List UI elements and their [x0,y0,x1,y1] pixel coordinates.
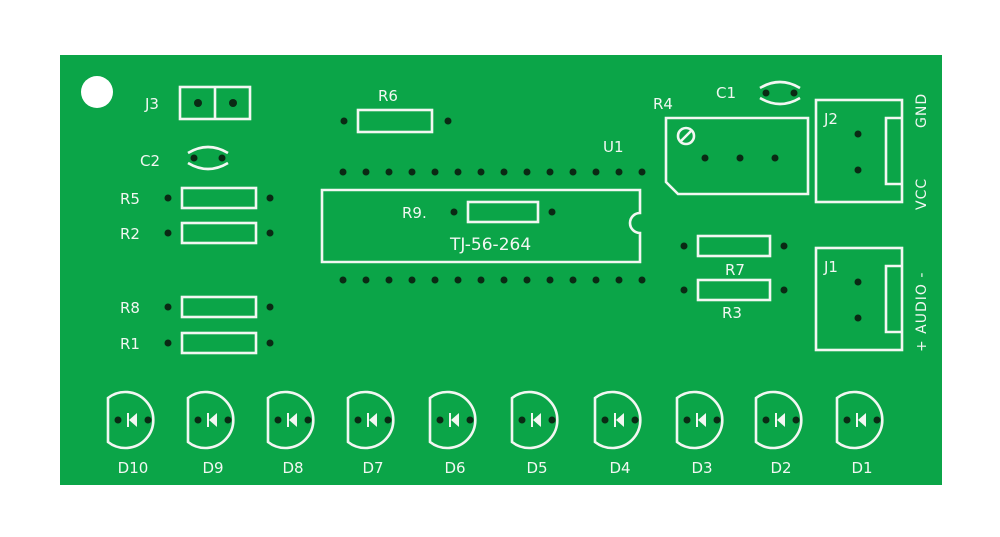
capacitor-c2 [187,145,229,171]
capacitor-c1 [759,80,801,106]
connector-j1 [814,246,904,352]
led-label: D10 [118,459,149,477]
label-r7: R7 [725,261,745,279]
ic-pin [546,276,554,284]
label-j2: J2 [823,110,838,128]
label-r3: R3 [722,304,742,322]
ic-pin [454,276,462,284]
board-part-number: TJ-56-264 [449,235,531,255]
ic-pin [408,168,416,176]
ic-pin [362,168,370,176]
mounting-hole [81,76,113,108]
resistor-r5 [164,186,274,210]
led-d7: D7 [346,390,395,477]
resistor-r8 [164,295,274,319]
led-label: D6 [444,459,465,477]
resistor-r2 [164,221,274,245]
ic-pin [500,276,508,284]
led-label: D3 [691,459,712,477]
ic-pin [339,168,347,176]
led-label: D7 [362,459,383,477]
ic-u1 [320,188,642,264]
led-d3: D3 [675,390,724,477]
label-gnd: GND [914,93,930,128]
resistor-r9 [450,200,556,224]
label-j3: J3 [144,95,159,113]
ic-pin [477,168,485,176]
ic-pin [431,276,439,284]
ic-pin [592,168,600,176]
ic-pin [569,168,577,176]
trimmer-r4 [664,116,810,196]
ic-u1-pins [339,168,646,284]
connector-j2 [814,98,904,204]
resistor-r6 [340,108,452,134]
led-d1: D1 [835,390,884,477]
ic-pin [500,168,508,176]
label-r6: R6 [378,87,398,105]
ic-pin [385,276,393,284]
led-label: D4 [609,459,630,477]
ic-pin [569,276,577,284]
led-row: D10 D9 D8 D7 D6 D5 D4 D3 D2 D1 [106,390,884,477]
led-d9: D9 [186,390,235,477]
label-audio: + AUDIO - [914,272,930,352]
label-c2: C2 [140,152,160,170]
label-j1: J1 [823,258,838,276]
resistor-r1 [164,331,274,355]
ic-pin [385,168,393,176]
label-r1: R1 [120,335,140,353]
label-r4: R4 [653,95,673,113]
ic-pin [408,276,416,284]
led-d10: D10 [106,390,155,477]
ic-pin [477,276,485,284]
label-r2: R2 [120,225,140,243]
ic-pin [546,168,554,176]
ic-pin [638,276,646,284]
ic-pin [431,168,439,176]
ic-pin [454,168,462,176]
resistor-r7 [680,234,788,258]
ic-pin [615,168,623,176]
resistor-r3 [680,278,788,302]
label-r5: R5 [120,190,140,208]
ic-pin [362,276,370,284]
ic-pin [638,168,646,176]
label-r9: R9. [402,204,427,222]
led-d4: D4 [593,390,642,477]
ic-pin [615,276,623,284]
label-u1: U1 [603,138,624,156]
led-label: D5 [526,459,547,477]
led-label: D2 [770,459,791,477]
led-d8: D8 [266,390,315,477]
label-r8: R8 [120,299,140,317]
ic-pin [339,276,347,284]
led-d2: D2 [754,390,803,477]
led-d5: D5 [510,390,559,477]
led-label: D8 [282,459,303,477]
label-c1: C1 [716,84,736,102]
label-vcc: VCC [914,178,930,210]
connector-j3 [178,85,252,121]
led-label: D9 [202,459,223,477]
led-d6: D6 [428,390,477,477]
led-label: D1 [851,459,872,477]
ic-pin [592,276,600,284]
ic-pin [523,168,531,176]
ic-pin [523,276,531,284]
